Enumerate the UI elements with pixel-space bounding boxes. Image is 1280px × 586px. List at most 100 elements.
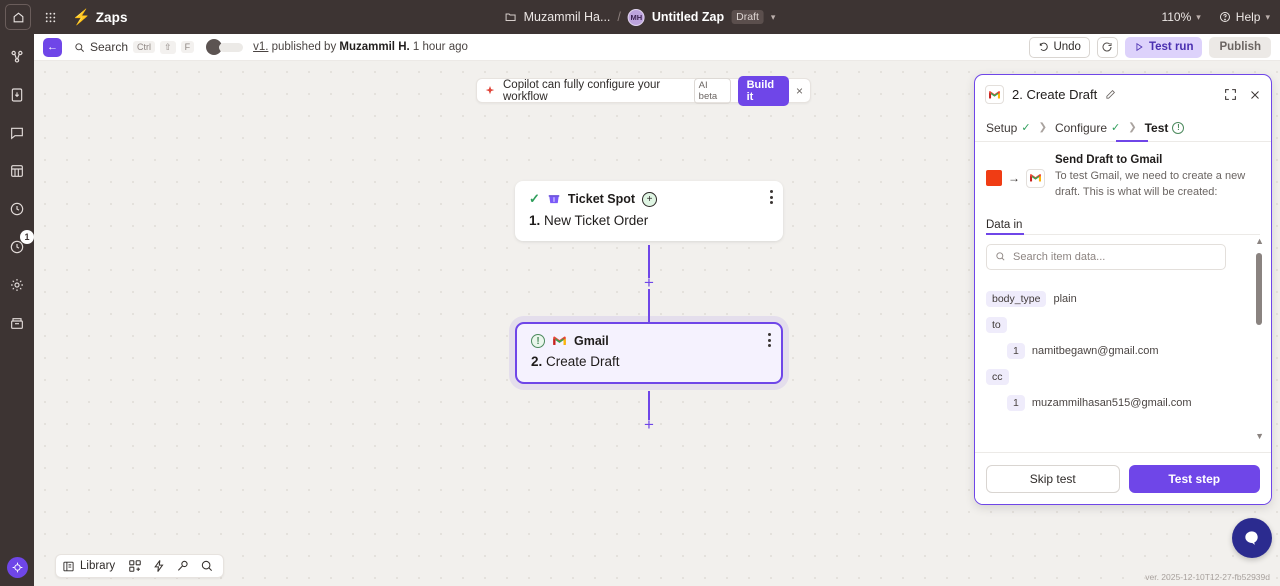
node-app-name: Gmail	[574, 334, 609, 348]
workflow-node-action[interactable]: ! Gmail 2. Create Draft	[515, 322, 783, 384]
scrollbar[interactable]	[1256, 239, 1262, 439]
sidebar-item-storage[interactable]	[6, 312, 28, 334]
panel-footer: Skip test Test step	[975, 452, 1271, 504]
zap-title[interactable]: Untitled Zap	[651, 10, 725, 24]
kbd-shift: ⇧	[160, 40, 176, 54]
redo-icon[interactable]	[1096, 36, 1118, 58]
editor-subbar: ← Search Ctrl ⇧ F v1. published by Muzam…	[34, 34, 1280, 61]
node-step-number: 2.	[531, 354, 543, 369]
top-bar: ⚡ Zaps Muzammil Ha... / MH Untitled Zap …	[0, 0, 1280, 34]
data-value: muzammilhasan515@gmail.com	[1031, 396, 1192, 409]
zoom-control[interactable]: 110% ▾	[1161, 10, 1200, 24]
sidebar-item-zaps[interactable]	[6, 46, 28, 68]
panel-title: 2. Create Draft	[1012, 87, 1098, 102]
data-rows: body_type plain to 1 namitbegawn@gmail.c…	[986, 290, 1260, 411]
copilot-sparkle-icon	[484, 85, 496, 97]
data-value: plain	[1053, 292, 1077, 305]
data-row: 1 namitbegawn@gmail.com	[986, 342, 1260, 359]
tab-test-label: Test	[1144, 120, 1169, 135]
build-it-button[interactable]: Build it	[737, 75, 789, 106]
back-arrow-icon[interactable]: ←	[43, 37, 62, 57]
tab-test[interactable]: Test !	[1145, 121, 1185, 135]
sidebar-item-settings[interactable]	[6, 274, 28, 296]
skip-test-button[interactable]: Skip test	[986, 464, 1120, 493]
expand-icon[interactable]	[1224, 88, 1237, 101]
chevron-down-icon: ▾	[1196, 11, 1201, 22]
node-step-title: Create Draft	[546, 354, 620, 369]
undo-button[interactable]: Undo	[1029, 36, 1090, 58]
test-intro-text: Send Draft to Gmail To test Gmail, we ne…	[1055, 154, 1247, 201]
test-intro-description: To test Gmail, we need to create a new d…	[1055, 170, 1246, 198]
canvas-toolbar: Library	[55, 554, 225, 578]
version-info: v1. published by Muzammil H. 1 hour ago	[253, 41, 468, 53]
sidebar-item-history[interactable]	[6, 198, 28, 220]
search-input[interactable]: Search Ctrl ⇧ F	[74, 40, 195, 54]
tab-setup[interactable]: Setup ✓	[986, 121, 1031, 135]
fade-overlay	[986, 419, 1260, 434]
sidebar-item-chat[interactable]	[6, 122, 28, 144]
ticket-spot-icon	[986, 170, 1002, 187]
publish-label: Publish	[1219, 41, 1261, 53]
test-run-button[interactable]: Test run	[1124, 36, 1203, 58]
data-row: body_type plain	[986, 290, 1260, 307]
library-button[interactable]: Library	[62, 560, 121, 573]
tab-data-in[interactable]: Data in	[986, 218, 1023, 231]
chat-bubble-icon[interactable]	[1232, 518, 1272, 558]
copilot-message: Copilot can fully configure your workflo…	[503, 78, 661, 103]
data-row: to	[986, 316, 1260, 333]
home-icon[interactable]	[5, 4, 31, 30]
help-menu[interactable]: Help ▾	[1219, 10, 1270, 24]
gmail-icon	[985, 85, 1004, 104]
workflow-node-trigger[interactable]: ✓ Ticket Spot + 1. New Ticket Order	[515, 181, 783, 241]
breadcrumb-folder[interactable]: Muzammil Ha...	[523, 10, 611, 24]
publish-button[interactable]: Publish	[1209, 36, 1271, 58]
app-grid-icon[interactable]	[37, 4, 63, 30]
test-intro-title: Send Draft to Gmail	[1055, 154, 1163, 166]
test-run-label: Test run	[1148, 41, 1194, 53]
bolt-icon[interactable]	[149, 556, 169, 576]
add-step-button[interactable]: +	[644, 273, 654, 292]
active-tab-underline	[1116, 140, 1148, 142]
chevron-down-icon[interactable]: ▾	[770, 11, 776, 22]
chevron-up-icon[interactable]: ▲	[1255, 235, 1264, 246]
gmail-icon	[552, 335, 567, 347]
library-label: Library	[80, 560, 116, 572]
undo-label: Undo	[1053, 41, 1081, 53]
gmail-icon	[1026, 168, 1045, 188]
publish-progress-track	[219, 42, 244, 52]
avatar[interactable]: MH	[627, 8, 645, 26]
data-index: 1	[1007, 342, 1025, 359]
add-step-button[interactable]: +	[644, 415, 654, 434]
test-step-button[interactable]: Test step	[1128, 464, 1260, 493]
close-icon[interactable]: ×	[795, 83, 803, 98]
sidebar-item-tables[interactable]	[6, 160, 28, 182]
close-icon[interactable]	[1249, 89, 1261, 101]
subbar-actions: Undo Test run Publish	[1029, 36, 1271, 58]
pencil-icon[interactable]	[1105, 89, 1116, 100]
node-title: 1. New Ticket Order	[515, 207, 783, 241]
scrollbar-thumb[interactable]	[1256, 252, 1262, 325]
sidebar-item-notifications[interactable]: 1	[6, 230, 34, 258]
check-icon: ✓	[1021, 122, 1031, 134]
app-pair: →	[986, 154, 1045, 201]
search-icon[interactable]	[197, 556, 217, 576]
kebab-menu-icon[interactable]	[770, 190, 773, 204]
plus-circle-icon[interactable]: +	[642, 191, 658, 207]
kebab-menu-icon[interactable]	[768, 333, 771, 347]
magic-wand-icon[interactable]	[173, 556, 193, 576]
search-label: Search	[90, 40, 129, 54]
sidebar-item-templates[interactable]	[6, 84, 28, 106]
chevron-down-icon[interactable]: ▼	[1255, 430, 1264, 441]
notification-badge: 1	[20, 230, 34, 244]
version-link[interactable]: v1.	[253, 41, 269, 53]
zoom-level: 110%	[1161, 10, 1192, 24]
kbd-f: F	[180, 41, 195, 53]
account-orb-icon[interactable]	[7, 557, 28, 578]
breadcrumb: Muzammil Ha... / MH Untitled Zap Draft ▾	[505, 8, 776, 26]
zapier-bolt-icon: ⚡	[72, 9, 91, 26]
add-step-grid-icon[interactable]	[125, 556, 145, 576]
tab-configure[interactable]: Configure ✓	[1055, 121, 1120, 135]
search-item-data-input[interactable]: Search item data...	[986, 243, 1226, 270]
search-placeholder: Search item data...	[1013, 250, 1106, 263]
step-separator: ❯	[1128, 122, 1137, 133]
